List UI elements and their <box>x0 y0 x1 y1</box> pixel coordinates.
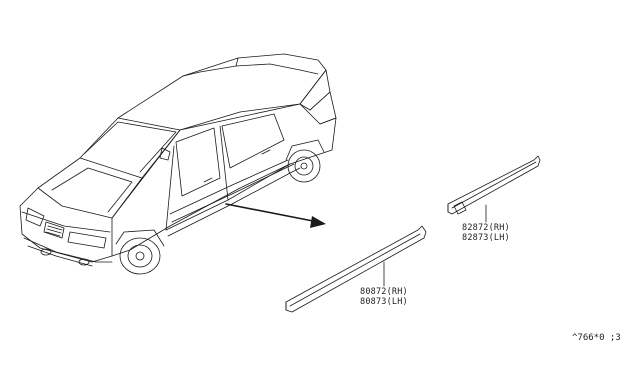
part-number-80873-lh: 80873(LH) <box>360 297 408 307</box>
sedan-illustration <box>19 53 337 275</box>
diagram-reference-code: ^766*0 ;3 <box>572 333 621 343</box>
upper-molding-part <box>447 155 541 223</box>
arrow-pointer <box>225 203 326 228</box>
part-number-82873-lh: 82873(LH) <box>462 233 510 243</box>
part-number-82872-rh: 82872(RH) <box>462 223 510 233</box>
part-number-80872-rh: 80872(RH) <box>360 287 408 297</box>
lower-molding-part <box>285 225 427 313</box>
